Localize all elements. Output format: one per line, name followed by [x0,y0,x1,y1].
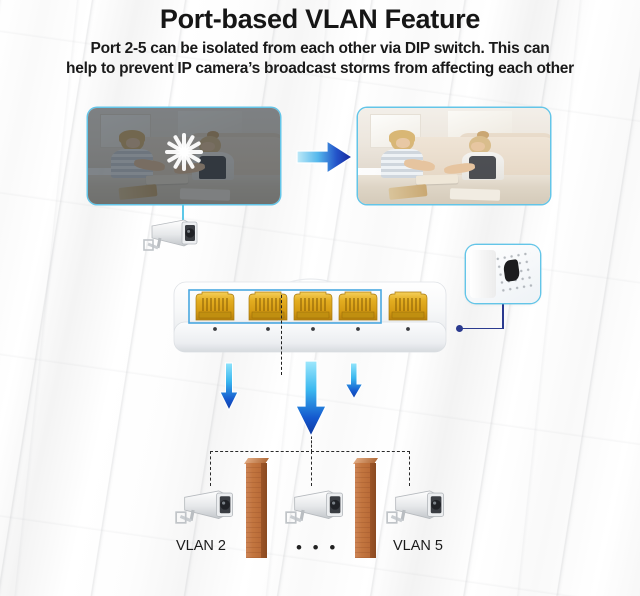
photo-after-clear [358,108,550,204]
vlan-label-2: VLAN 2 [176,538,226,554]
down-arrow-icon-left [219,362,239,412]
callout-line-vertical [502,303,504,329]
isolation-wall-2 [352,458,379,558]
ip-camera-icon-vlan2 [175,490,233,524]
page-title: Port-based VLAN Feature [159,4,481,34]
vlan-split-dashed-line [281,295,282,375]
vlan-label-5: VLAN 5 [393,538,443,554]
right-arrow-icon [296,139,354,175]
bracket-drop-2 [311,451,312,486]
photo-before-buffering [88,108,280,204]
rj45-ports [195,291,428,321]
loading-spinner-icon [160,128,208,176]
down-arrow-icon-right [344,362,364,400]
network-switch [170,278,450,360]
ip-camera-icon-top [143,219,198,251]
ip-camera-icon-vlan5 [386,490,444,524]
camera-to-photo-link-line [182,204,184,226]
callout-line-horizontal [460,327,503,330]
page-subtitle-line1: Port 2-5 can be isolated from each other… [90,40,550,57]
header-block: Port-based VLAN Feature Port 2-5 can be … [0,0,640,79]
dip-switch-body [470,249,496,299]
bracket-drop-1 [210,451,211,486]
dip-switch-closeup-card [466,245,540,303]
isolation-wall-1 [243,458,270,558]
bracket-stem [311,436,312,452]
vlan-port-highlight-rect [188,289,382,324]
ip-camera-icon-vlan-middle [285,490,343,524]
bracket-horizontal [210,451,410,452]
callout-anchor-dot [456,325,463,332]
bracket-drop-3 [409,451,410,486]
page-subtitle-line2: help to prevent IP camera’s broadcast st… [66,60,574,77]
down-arrow-icon-center [295,360,327,438]
vlan-label-ellipsis: • • • [296,538,339,557]
photo-after-scene [358,108,550,204]
port-leds [213,327,410,331]
